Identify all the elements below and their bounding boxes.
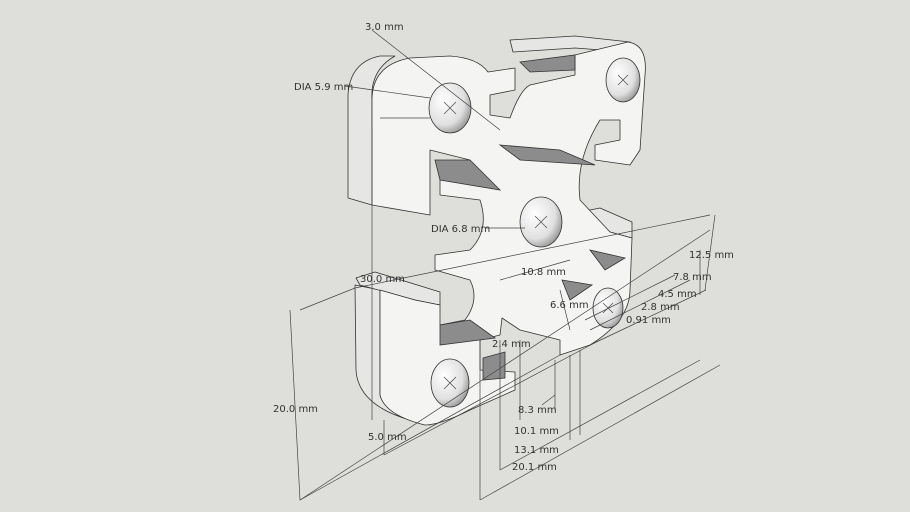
hole-top-left bbox=[428, 82, 472, 134]
hole-bottom-left bbox=[430, 358, 470, 408]
hole-center bbox=[519, 196, 563, 248]
dim-label-10-8: 10.8 mm bbox=[521, 267, 566, 278]
dim-label-20-1: 20.1 mm bbox=[512, 462, 557, 473]
dim-label-10-1: 10.1 mm bbox=[514, 426, 559, 437]
dim-label-dia-5-9: DIA 5.9 mm bbox=[294, 82, 353, 93]
dim-label-30-0: 30.0 mm bbox=[360, 274, 405, 285]
pocket-shade-bottom bbox=[482, 351, 506, 381]
dim-label-7-8: 7.8 mm bbox=[673, 272, 712, 283]
dimension-labels: 3.0 mm DIA 5.9 mm DIA 6.8 mm 10.8 mm 6.6… bbox=[273, 22, 734, 473]
pocket-shade-left bbox=[434, 159, 502, 191]
dim-label-3-0: 3.0 mm bbox=[365, 22, 404, 33]
dim-label-2-4: 2.4 mm bbox=[492, 339, 531, 350]
pocket-shade-right bbox=[561, 279, 594, 301]
dim-label-6-6: 6.6 mm bbox=[550, 300, 589, 311]
pocket-shade-lower-left bbox=[439, 319, 497, 346]
dim-label-dia-6-8: DIA 6.8 mm bbox=[431, 224, 490, 235]
dim-label-4-5: 4.5 mm bbox=[658, 289, 697, 300]
pocket-shade-right-slot bbox=[589, 249, 627, 271]
extrusion-model[interactable] bbox=[347, 35, 646, 426]
hole-top-right bbox=[605, 57, 641, 103]
dim-label-2-8: 2.8 mm bbox=[641, 302, 680, 313]
pocket-shade-center-top bbox=[498, 144, 596, 166]
dim-label-13-1: 13.1 mm bbox=[514, 445, 559, 456]
dim-label-12-5: 12.5 mm bbox=[689, 250, 734, 261]
hole-bottom-right bbox=[592, 287, 624, 329]
dim-label-0-91: 0.91 mm bbox=[626, 315, 671, 326]
pocket-shade-slot-top bbox=[519, 54, 576, 73]
dimension-lines bbox=[289, 29, 721, 501]
front-face bbox=[371, 41, 646, 426]
dim-label-20-0: 20.0 mm bbox=[273, 404, 318, 415]
dim-label-8-3: 8.3 mm bbox=[518, 405, 557, 416]
dim-label-5-0: 5.0 mm bbox=[368, 432, 407, 443]
